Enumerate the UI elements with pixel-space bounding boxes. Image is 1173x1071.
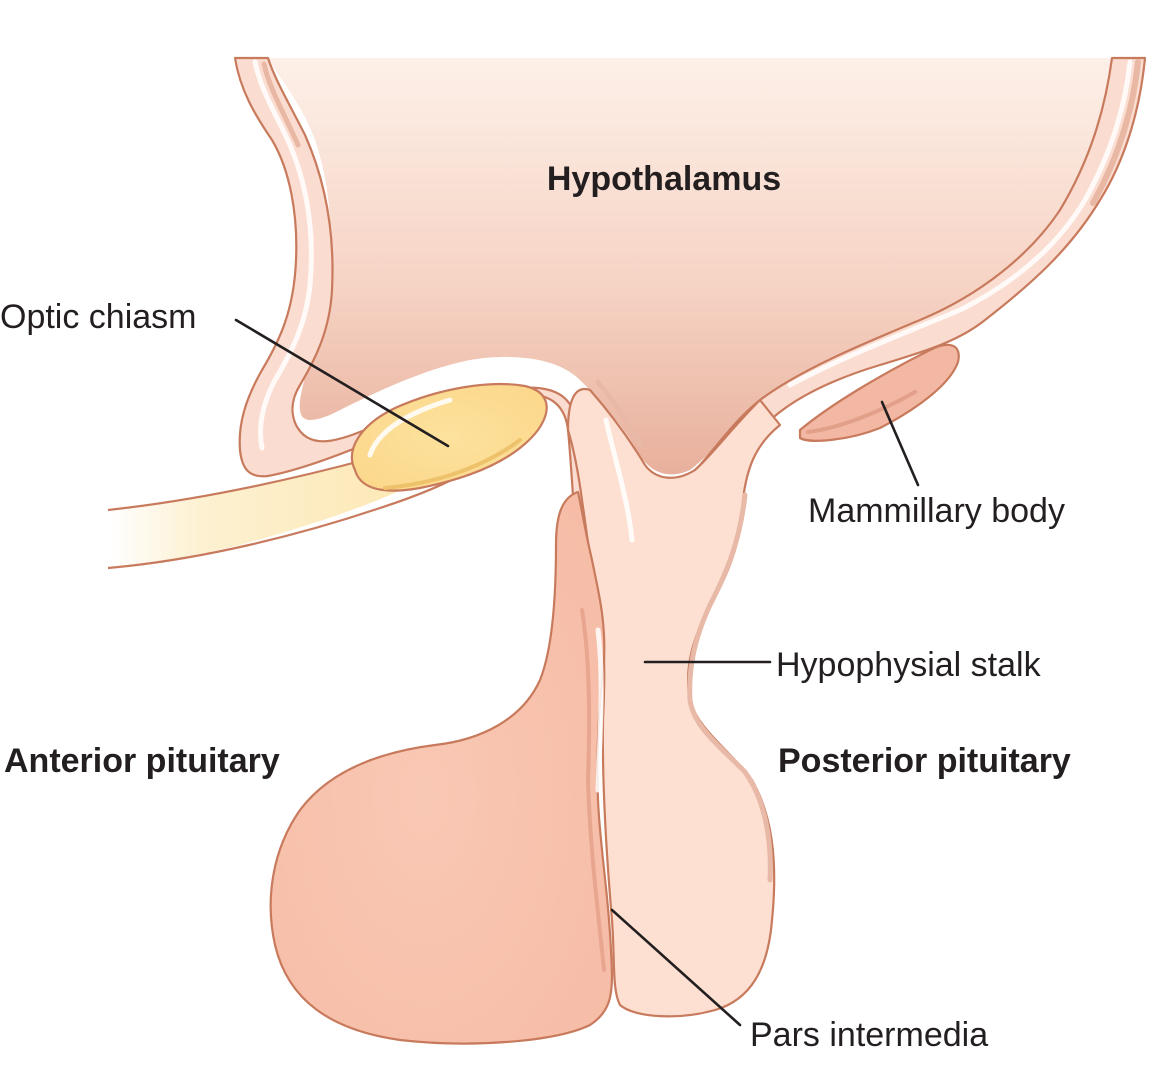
hypothalamus-label: Hypothalamus: [547, 160, 781, 198]
mammillary-body-label: Mammillary body: [808, 492, 1065, 530]
hypothalamus-region: [268, 58, 1112, 475]
hypophysial-stalk-label: Hypophysial stalk: [776, 646, 1042, 684]
posterior-pituitary: [566, 387, 782, 1018]
pars-intermedia-label: Pars intermedia: [750, 1016, 988, 1054]
optic-chiasm-leader: [234, 318, 450, 448]
mammillary-body: [798, 343, 960, 442]
mammillary-body-leader: [880, 400, 920, 487]
posterior-pituitary-label: Posterior pituitary: [778, 742, 1071, 780]
anterior-pituitary-label: Anterior pituitary: [4, 742, 280, 780]
optic-chiasm-label: Optic chiasm: [0, 298, 197, 336]
anterior-pituitary: [269, 490, 614, 1045]
pars-intermedia-leader: [610, 908, 742, 1027]
